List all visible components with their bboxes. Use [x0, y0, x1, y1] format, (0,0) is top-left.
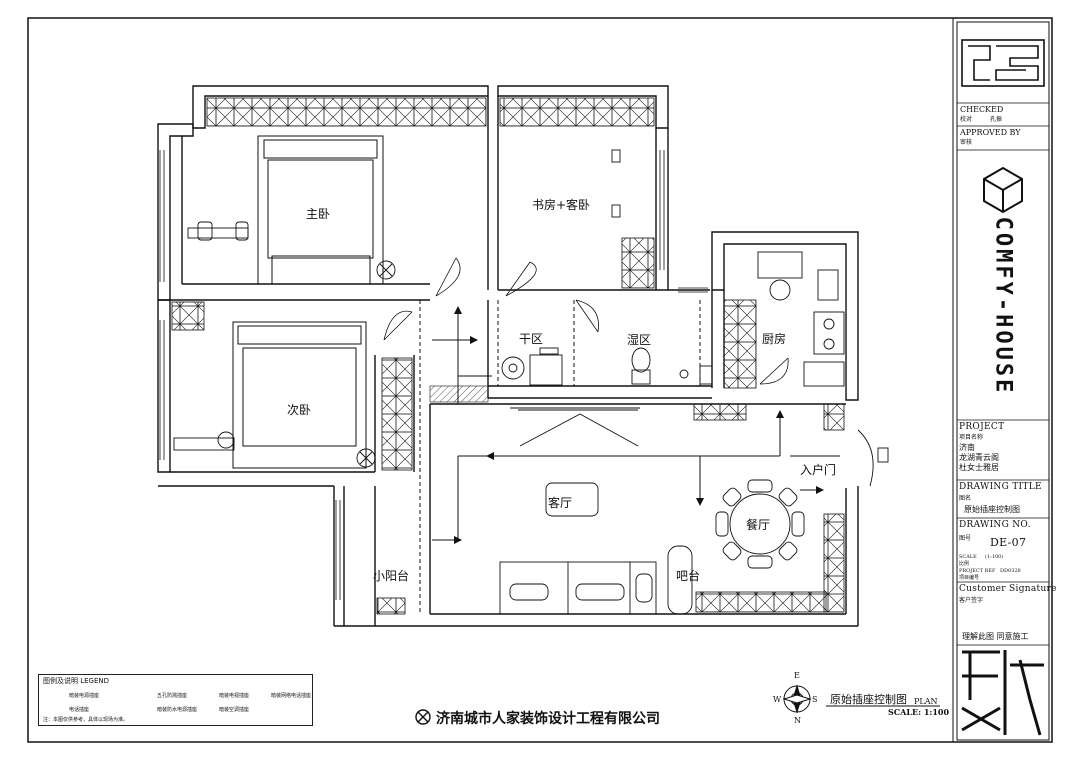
- drawing-title-cn: 图名: [959, 495, 972, 502]
- inner-title-frame: [956, 21, 1050, 741]
- windows: [159, 150, 708, 600]
- brand-wordmark: COMFY-HOUSE: [990, 216, 1016, 396]
- customer-signature-cn: 客户签字: [959, 597, 984, 604]
- customer-signature-label: Customer Signature: [959, 584, 1057, 594]
- approved-label: APPROVED BY: [960, 128, 1021, 137]
- circulation-lines: [419, 300, 840, 614]
- scale-value: (1:100): [985, 554, 1004, 560]
- walls: [157, 85, 859, 627]
- room-kitchen: 厨房: [762, 332, 787, 346]
- project-cn: 项目名称: [959, 434, 984, 441]
- scale-label: SCALE: [959, 554, 977, 560]
- legend-item: 暗装防水电源插座: [157, 707, 198, 713]
- compass-e: E: [794, 671, 800, 680]
- plan-scale: SCALE: 1:100: [888, 707, 950, 717]
- compass-n: N: [794, 716, 801, 725]
- project-label: PROJECT: [959, 422, 1005, 432]
- checked-label: CHECKED: [960, 105, 1004, 114]
- scale-cn: 比例: [959, 561, 970, 567]
- room-entrance: 入户门: [800, 463, 837, 477]
- legend-box: 图例及说明 LEGEND 暗装电源插座 五孔防溅插座 暗装电视插座 暗装网络电话…: [38, 674, 313, 726]
- approved-cn: 审核: [960, 139, 973, 146]
- furniture: [173, 149, 889, 615]
- hatched-wall: [429, 385, 489, 403]
- legend-item: 暗装电源插座: [69, 693, 100, 699]
- room-small-balcony: 小阳台: [373, 569, 410, 583]
- living-label-box: [545, 482, 599, 517]
- room-dry-zone: 干区: [519, 332, 544, 346]
- checked-cn: 校对: [960, 116, 973, 123]
- legend-item: 暗装空调插座: [219, 707, 250, 713]
- brand-logo: [961, 39, 1045, 87]
- project-ref-cn: 项目编号: [959, 575, 980, 581]
- outer-frame: [27, 17, 1053, 743]
- plan-title-en: PLAN: [914, 697, 938, 706]
- project-estate: 龙湖青云阁: [959, 453, 999, 462]
- room-dining: 餐厅: [746, 518, 771, 532]
- cube-icon: [983, 166, 1023, 214]
- project-ref-label: PROJECT REF: [959, 568, 996, 574]
- plan-title-cn: 原始插座控制图: [830, 693, 907, 706]
- drawing-title-value: 原始插座控制图: [964, 505, 1020, 514]
- legend-item: 暗装电视插座: [219, 693, 250, 699]
- company-logo: [415, 709, 431, 725]
- drawing-no-label: DRAWING NO.: [959, 520, 1031, 530]
- project-ref-value: DD0328: [1000, 568, 1021, 574]
- room-bar: 吧台: [676, 569, 701, 583]
- drawing-title-label: DRAWING TITLE: [959, 482, 1042, 492]
- agree-text: 理解此图 同意施工: [962, 632, 1029, 641]
- legend-item: 暗装网络电话插座: [271, 693, 312, 699]
- calligraphy-stamp: [961, 650, 1044, 736]
- compass-w: W: [773, 695, 782, 704]
- doors: [383, 257, 789, 385]
- project-city: 济南: [959, 443, 975, 452]
- compass-rose: [782, 684, 812, 714]
- room-study-guest: 书房+客卧: [532, 198, 591, 212]
- company-name: 济南城市人家装饰设计工程有限公司: [436, 711, 660, 727]
- compass-s: S: [812, 695, 818, 704]
- checked-name: 孔振: [990, 116, 1003, 123]
- room-second-bedroom: 次卧: [287, 403, 312, 417]
- wardrobes: [171, 97, 845, 615]
- room-master-bedroom: 主卧: [306, 207, 331, 221]
- drawing-no-cn: 图号: [959, 535, 972, 542]
- beds: [232, 135, 384, 469]
- legend-item: 五孔防溅插座: [157, 693, 188, 699]
- room-wet-zone: 湿区: [627, 333, 652, 347]
- legend-note: 注：本图仅供参考，具体以现场为准。: [43, 717, 129, 723]
- project-client: 杜女士雅居: [959, 463, 999, 472]
- title-block-lines: [957, 102, 1049, 646]
- room-living: 客厅: [548, 496, 573, 510]
- legend-item: 电话插座: [69, 707, 90, 713]
- drawing-no-value: DE-07: [990, 536, 1027, 549]
- legend-title: 图例及说明 LEGEND: [43, 677, 110, 685]
